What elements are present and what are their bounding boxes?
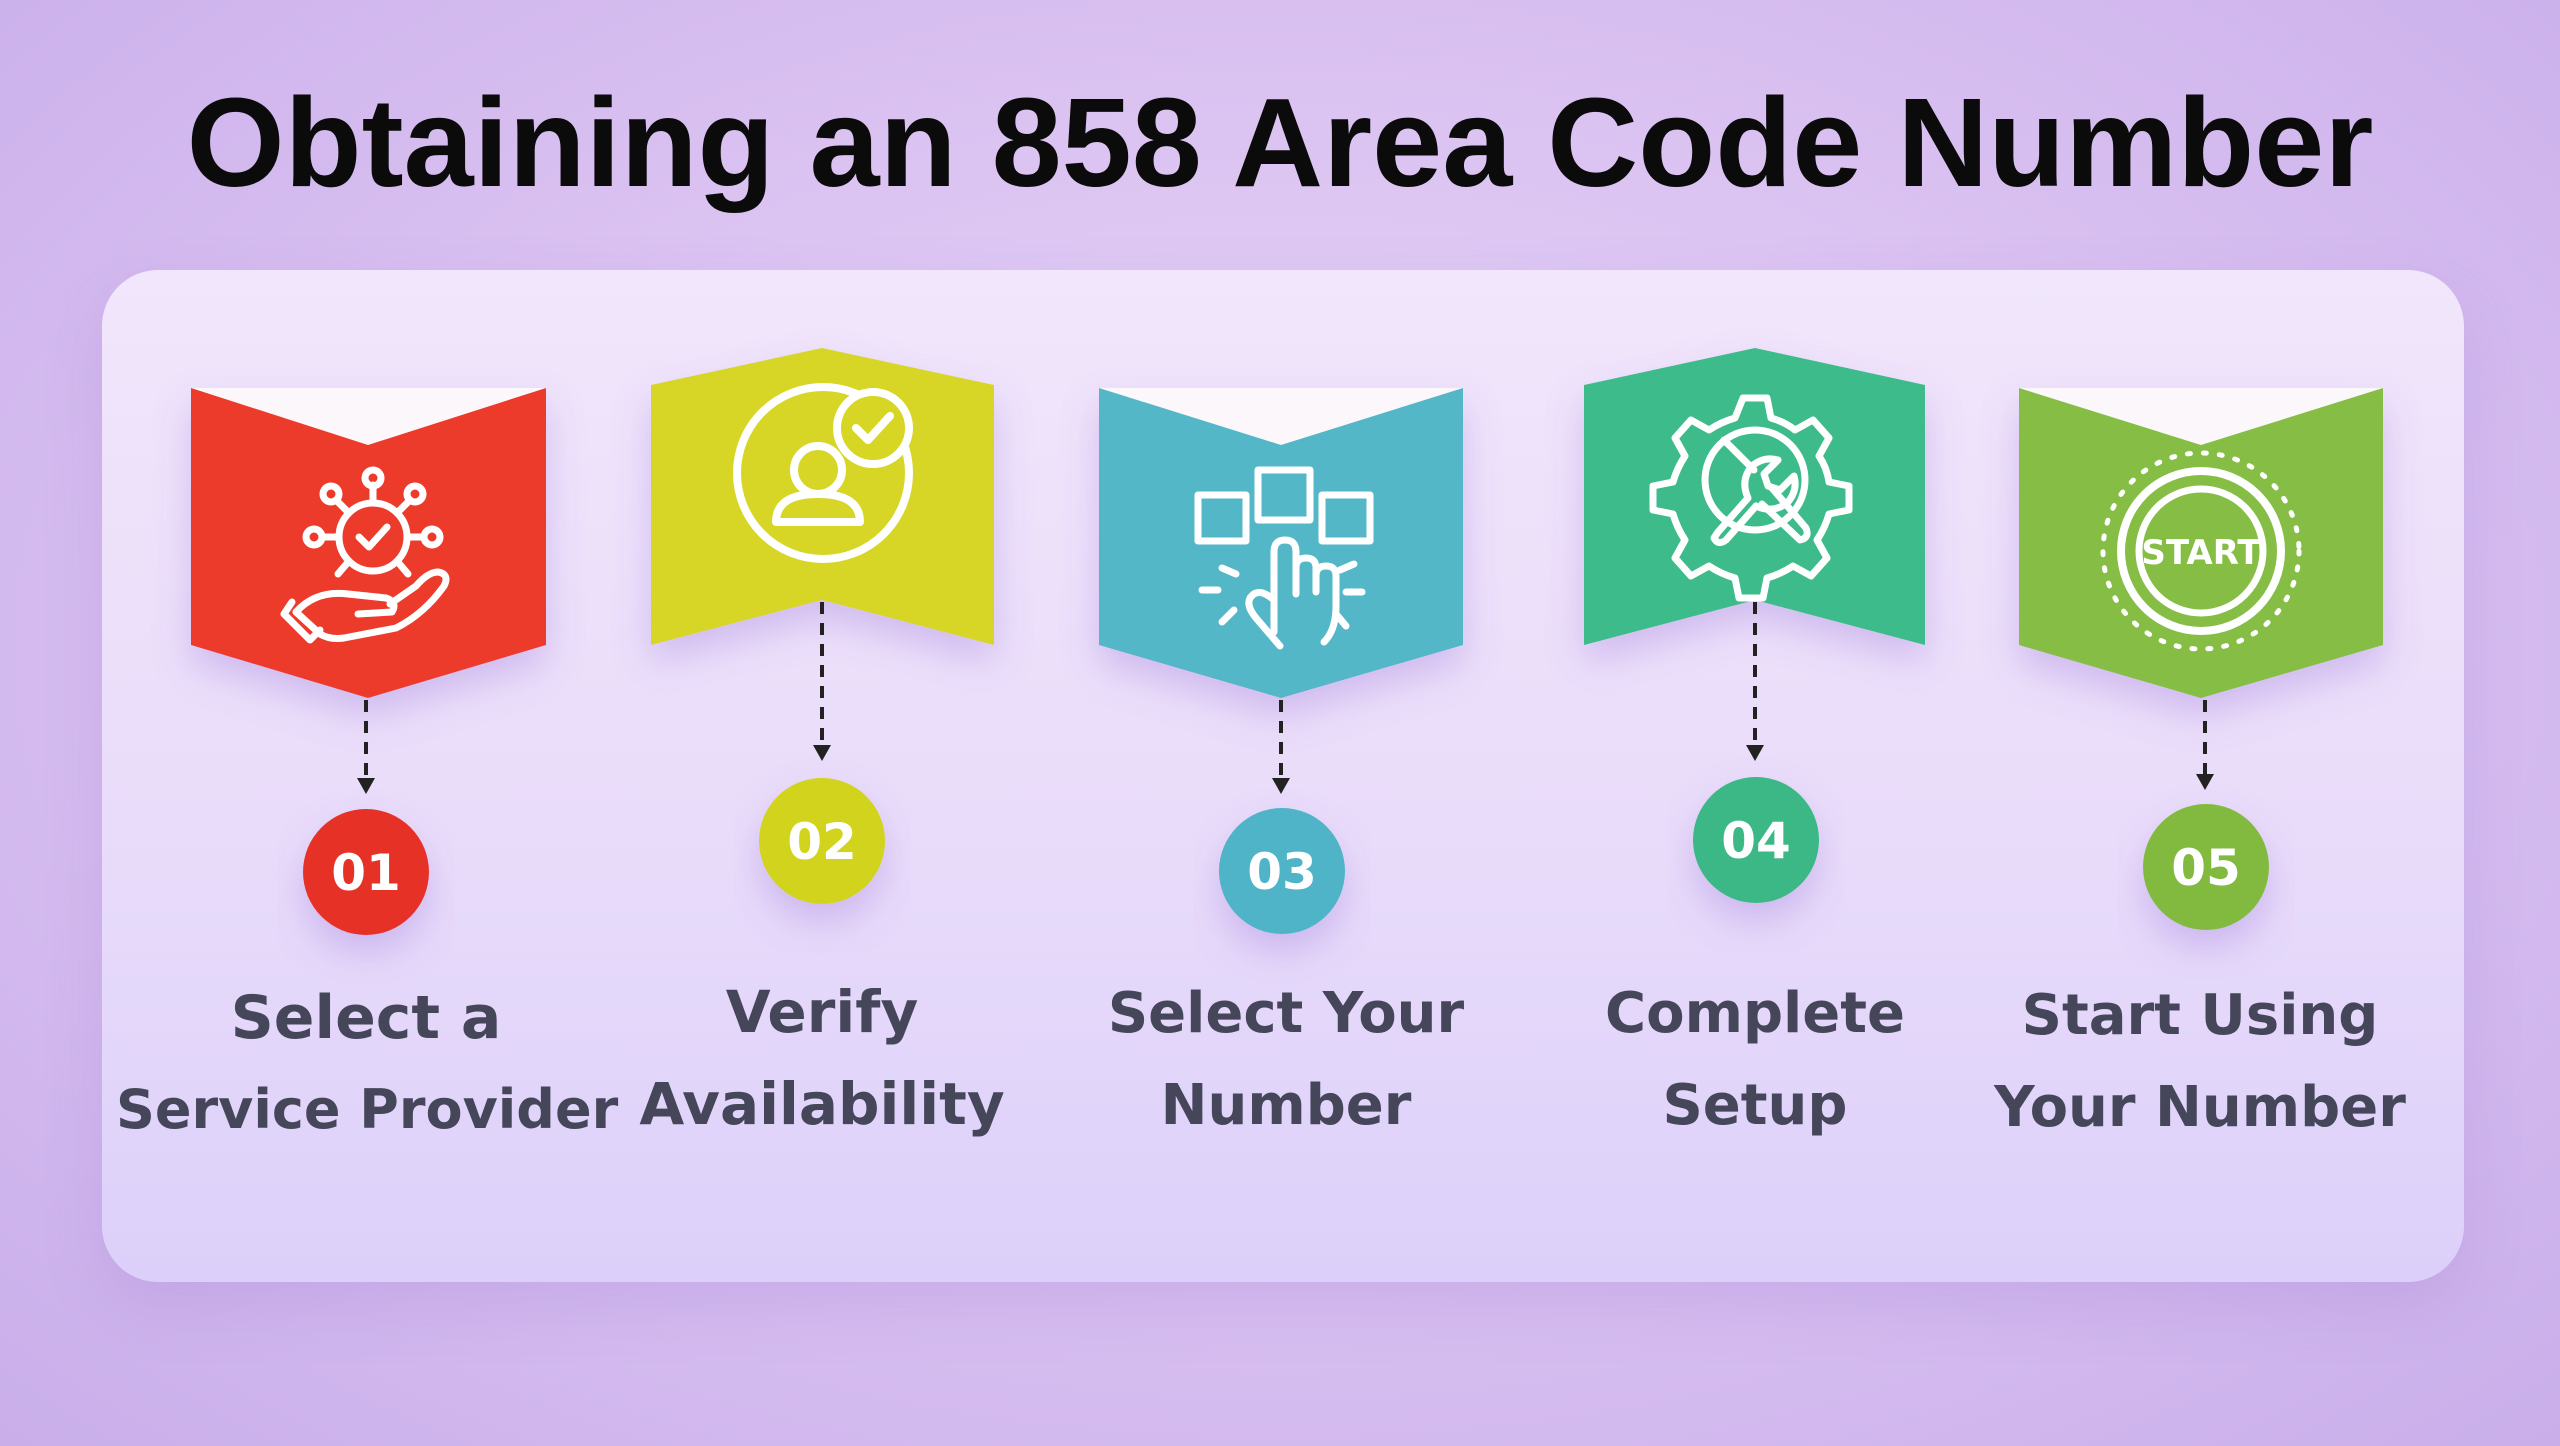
step-4: 04	[1584, 348, 1925, 903]
step-4-number: 04	[1721, 812, 1791, 870]
step-5-number: 05	[2171, 839, 2241, 897]
step-1-arrowhead	[357, 778, 375, 794]
step-3-banner-notch	[1099, 388, 1463, 445]
gear-wrench-icon	[1649, 394, 1853, 602]
step-3: 03	[1099, 388, 1463, 934]
step-2: 02	[651, 348, 994, 904]
start-icon-label: START	[2141, 533, 2261, 573]
step-1-title-line1: Select a	[230, 983, 502, 1053]
step-2-number-badge	[759, 778, 885, 904]
step-4-title: Complete Setup	[1555, 968, 1955, 1152]
step-4-title-line2: Setup	[1662, 1073, 1848, 1138]
step-5-title: Start Using Your Number	[1980, 970, 2420, 1154]
step-3-title-line1: Select Your	[1107, 981, 1465, 1046]
step-2-title-line2: Availability	[639, 1070, 1005, 1138]
step-2-title: Verify Availability	[622, 966, 1022, 1150]
step-3-title: Select Your Number	[1086, 968, 1486, 1152]
start-button-icon: START	[2100, 450, 2302, 652]
step-1-title-line2: Service Provider	[116, 1078, 619, 1141]
step-1-title: Select a Service Provider	[116, 972, 619, 1156]
user-check-icon	[733, 383, 913, 563]
step-3-arrowhead	[1272, 778, 1290, 794]
step-3-number-badge	[1219, 808, 1345, 934]
step-1-number: 01	[331, 844, 401, 902]
step-5-number-badge	[2143, 804, 2269, 930]
step-5-title-line1: Start Using	[2021, 983, 2379, 1048]
step-2-arrowhead	[813, 745, 831, 761]
step-3-number: 03	[1247, 843, 1317, 901]
step-5-banner	[2019, 388, 2383, 698]
page-title: Obtaining an 858 Area Code Number	[186, 72, 2374, 213]
step-4-title-line1: Complete	[1605, 981, 1905, 1046]
step-2-title-line1: Verify	[725, 978, 919, 1046]
step-5-banner-notch	[2019, 388, 2383, 445]
step-3-title-line2: Number	[1160, 1073, 1412, 1138]
hand-network-check-icon	[280, 466, 450, 644]
step-5: START 05	[2019, 388, 2383, 930]
step-5-arrowhead	[2196, 774, 2214, 790]
step-1-banner-notch	[191, 388, 546, 445]
step-2-number: 02	[787, 813, 857, 871]
step-5-title-line2: Your Number	[1994, 1075, 2406, 1140]
hand-tap-select-icon	[1194, 466, 1374, 650]
step-4-banner	[1584, 348, 1925, 645]
step-4-number-badge	[1693, 777, 1819, 903]
step-1-number-badge	[303, 809, 429, 935]
step-1: 01	[191, 388, 546, 935]
step-4-arrowhead	[1746, 745, 1764, 761]
